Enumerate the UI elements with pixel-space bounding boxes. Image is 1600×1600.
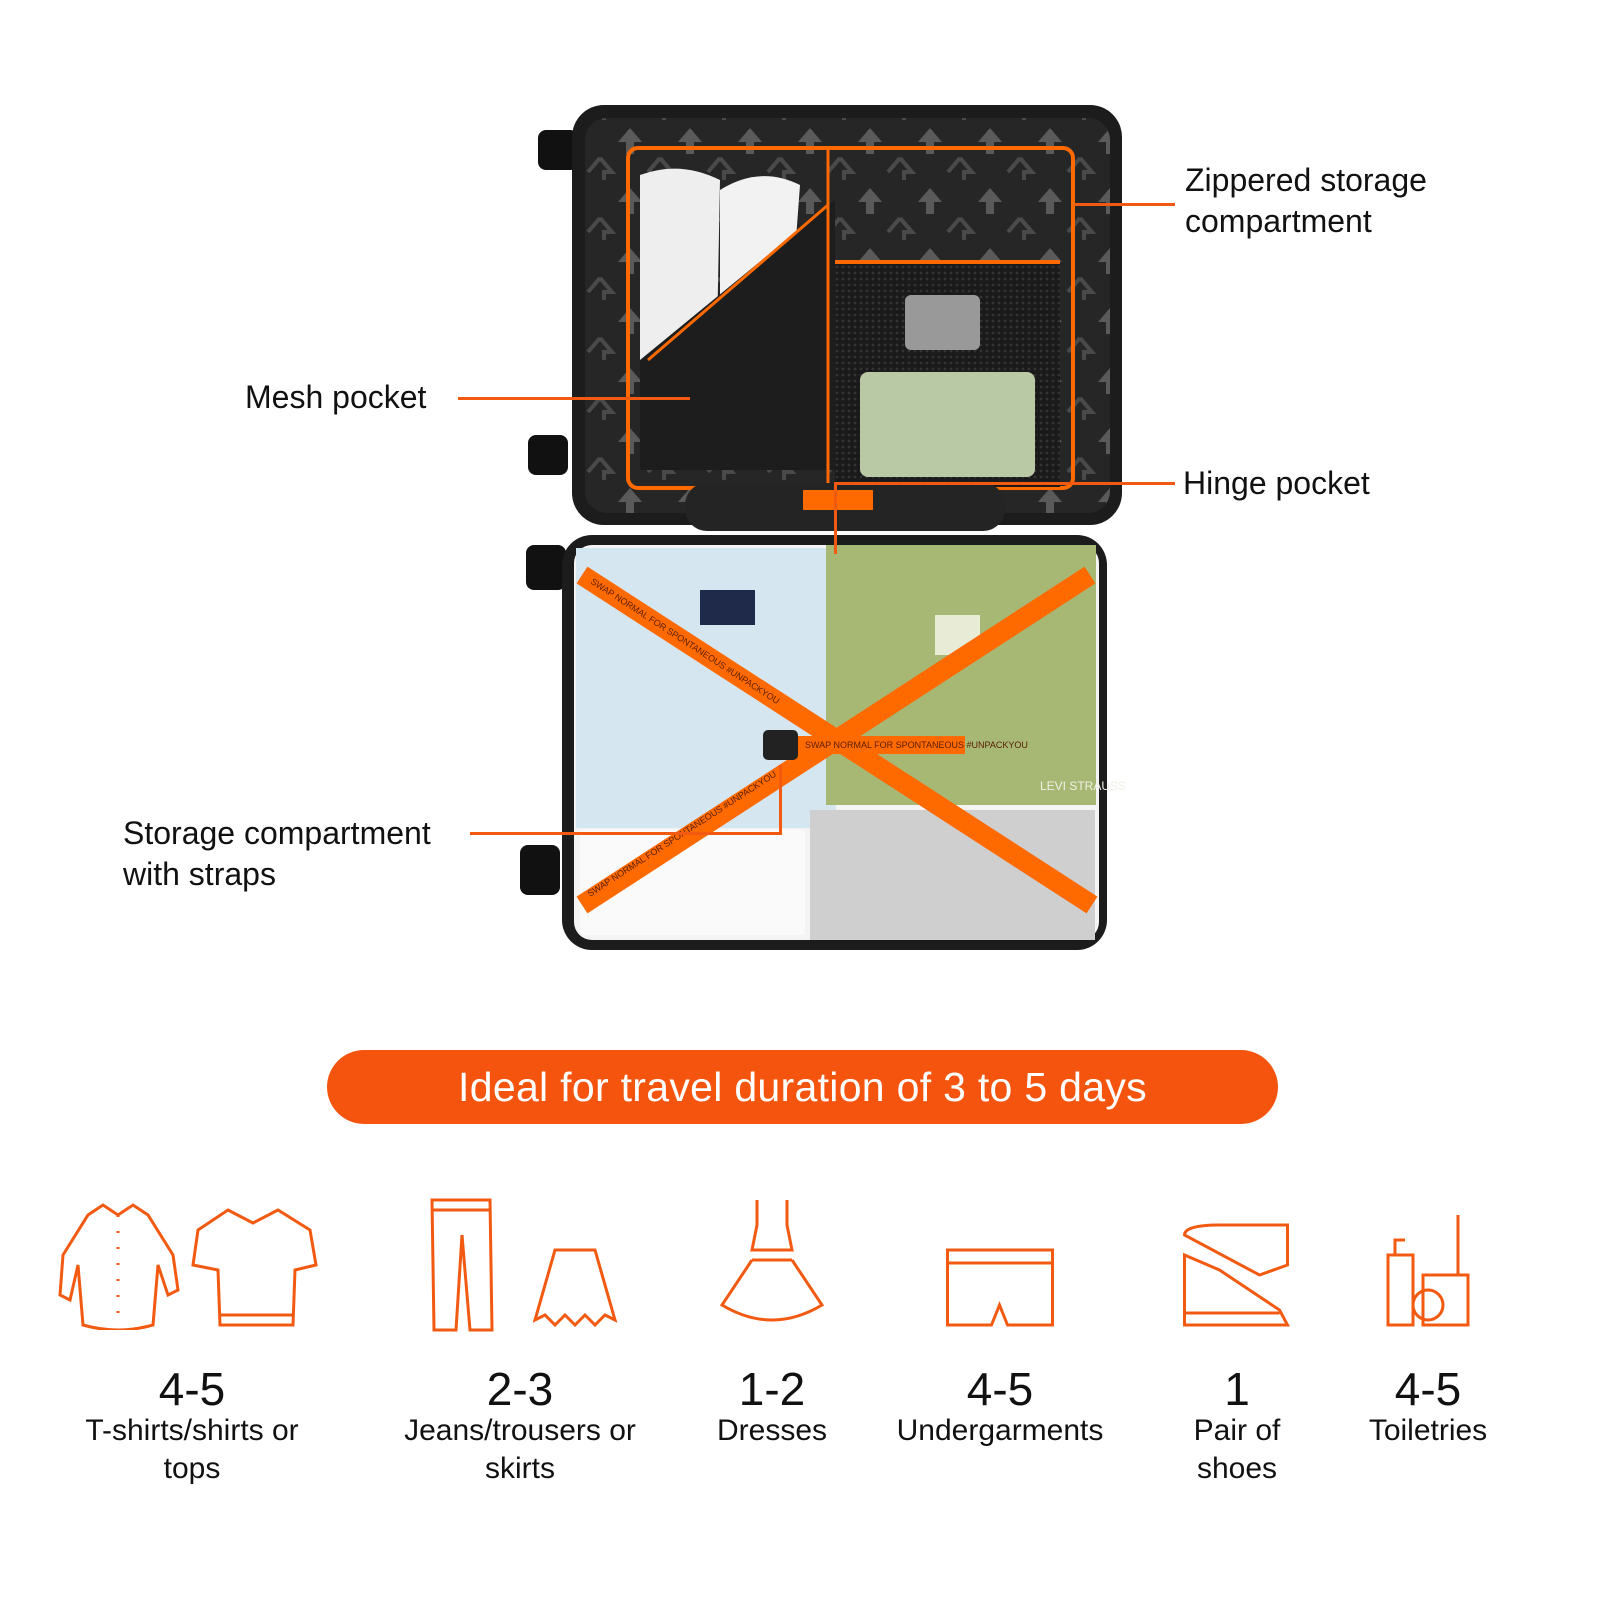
callout-line-hinge [835,482,1175,485]
wheels [520,130,578,895]
item-label: Undergarments [896,1414,1104,1447]
item-count: 4-5 [158,1363,226,1415]
item-count: 1 [1224,1363,1250,1415]
callout-line-straps [470,832,782,835]
buckle[interactable] [763,730,798,760]
brand-logo-tag [803,490,873,510]
shirt-print: LEVI STRAUSS [1040,779,1126,793]
item-label: T-shirts/shirts or tops [85,1414,299,1485]
item-label: Pair of shoes [1193,1414,1281,1485]
item-count: 1-2 [738,1363,806,1415]
trousers-skirt-icon [420,1195,620,1335]
sneakers-icon [1180,1195,1295,1335]
item-label: Jeans/trousers or skirts [404,1414,636,1485]
callout-zippered: Zippered storage compartment [1185,162,1427,239]
mesh-pocket-flap [640,200,835,470]
open-suitcase-illustration: LEVI STRAUSS SWAP NORMAL FOR SPONTANEOUS… [520,105,1126,950]
callout-line-straps-up [779,765,782,835]
callout-line-hinge-down [834,482,837,554]
callout-straps: Storage compartment with straps [123,815,431,892]
toiletries-icon [1383,1195,1473,1335]
item-count: 4-5 [1394,1363,1462,1415]
item-count: 4-5 [966,1363,1034,1415]
dress-icon [717,1195,827,1335]
shirt-tshirt-icon [58,1195,318,1330]
svg-text:SWAP NORMAL FOR SPONTANEOUS #U: SWAP NORMAL FOR SPONTANEOUS #UNPACKYOU [805,740,1028,750]
callout-line-mesh [458,397,690,400]
callout-mesh: Mesh pocket [245,379,427,415]
item-label: Toiletries [1368,1414,1488,1447]
item-count: 2-3 [486,1363,554,1415]
shorts-icon [943,1195,1058,1335]
callout-hinge: Hinge pocket [1183,465,1370,501]
travel-duration-banner: Ideal for travel duration of 3 to 5 days [327,1050,1278,1124]
item-label: Dresses [716,1414,828,1447]
callout-line-zippered [1075,203,1175,206]
